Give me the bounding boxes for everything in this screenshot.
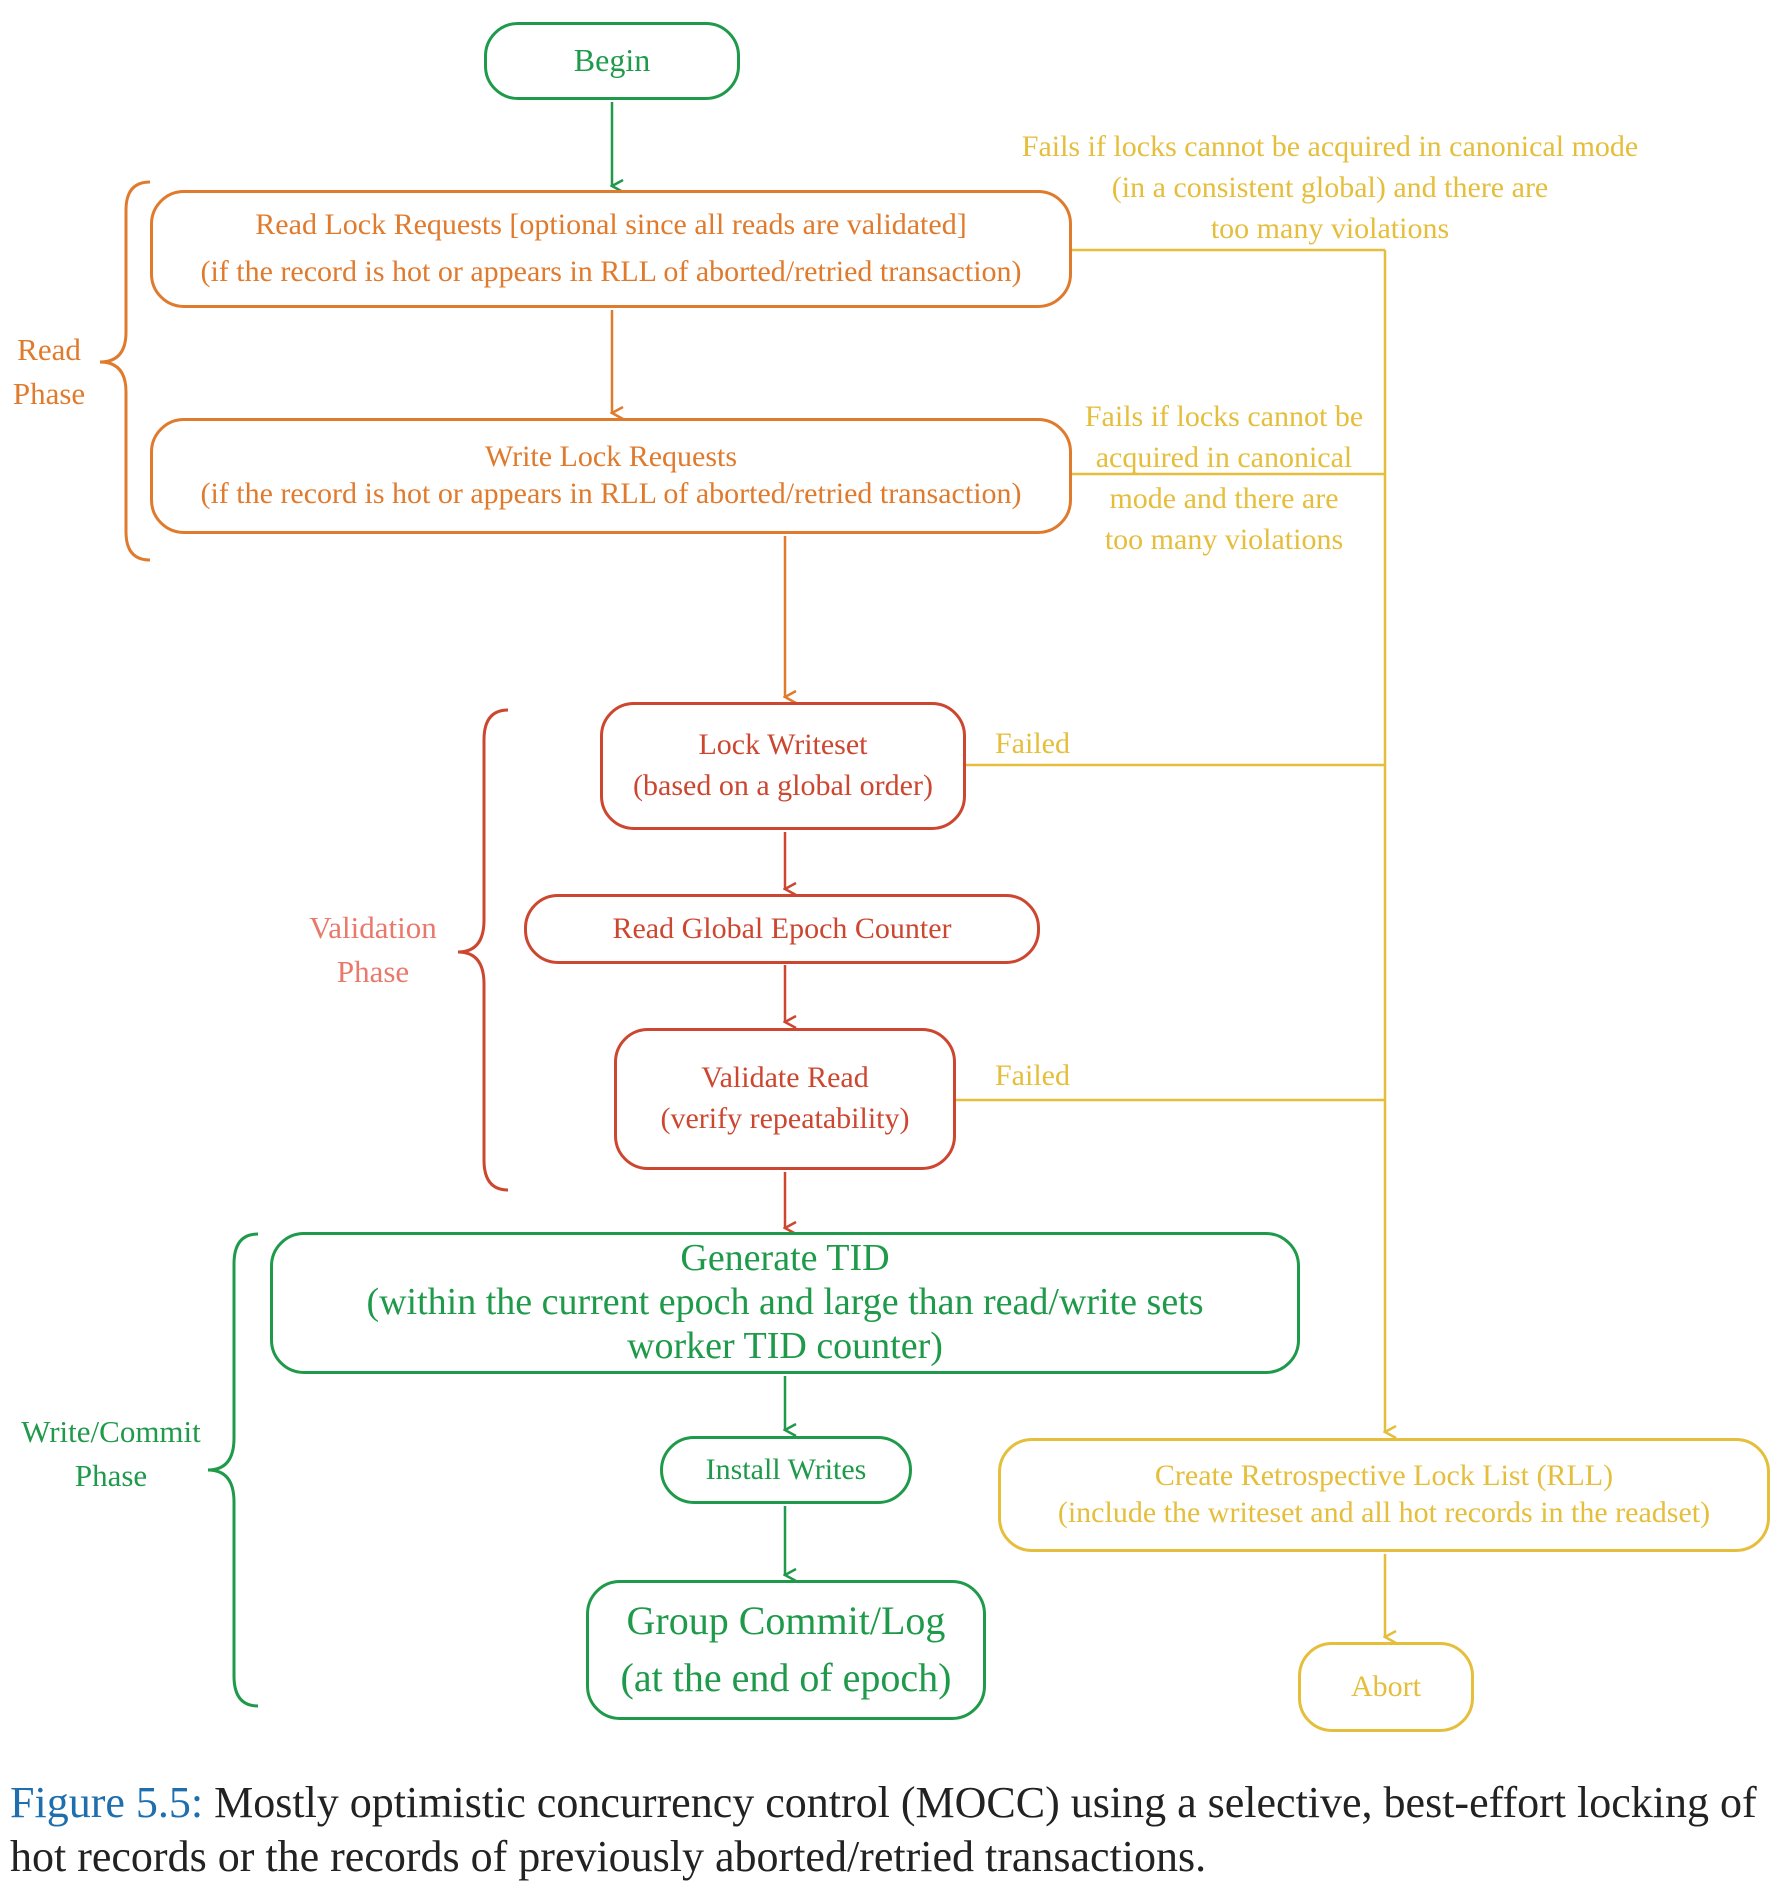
abort-node: Abort	[1298, 1642, 1474, 1732]
flowchart-connectors	[99, 102, 1784, 1708]
lock-writeset-title: Lock Writeset	[698, 728, 868, 762]
write-lock-failure-condition: Fails if locks cannot be acquired in can…	[1084, 400, 1364, 556]
validate-read-node: Validate Read (verify repeatability)	[614, 1028, 956, 1170]
write-commit-phase-brace	[207, 1232, 259, 1708]
generate-tid-detail-1: (within the current epoch and large than…	[366, 1281, 1204, 1324]
begin-node: Begin	[484, 22, 740, 100]
read-lock-failure-condition: Fails if locks cannot be acquired in can…	[1021, 130, 1639, 245]
write-lock-requests-node: Write Lock Requests (if the record is ho…	[150, 418, 1072, 534]
write-lock-condition: (if the record is hot or appears in RLL …	[200, 477, 1022, 510]
figure-number: Figure 5.5:	[10, 1778, 204, 1827]
read-epoch-label: Read Global Epoch Counter	[612, 911, 952, 945]
lock-writeset-node: Lock Writeset (based on a global order)	[600, 702, 966, 830]
write-commit-phase-label: Write/Commit Phase	[21, 1414, 201, 1493]
figure-caption: Figure 5.5: Mostly optimistic concurrenc…	[10, 1776, 1780, 1884]
create-rll-title: Create Retrospective Lock List (RLL)	[1154, 1459, 1614, 1493]
begin-label: Begin	[573, 42, 651, 79]
abort-label: Abort	[1351, 1669, 1421, 1703]
read-lock-condition: (if the record is hot or appears in RLL …	[200, 255, 1022, 288]
install-writes-node: Install Writes	[660, 1436, 912, 1504]
create-rll-node: Create Retrospective Lock List (RLL) (in…	[998, 1438, 1770, 1552]
mocc-flowchart: Begin Read Lock Requests [optional since…	[12, 22, 1784, 1732]
read-global-epoch-counter-node: Read Global Epoch Counter	[524, 894, 1040, 964]
lock-writeset-failed-label: Failed	[995, 727, 1070, 760]
validation-phase-label: Validation Phase	[309, 910, 437, 989]
validate-read-title: Validate Read	[701, 1061, 869, 1095]
read-lock-title: Read Lock Requests [optional since all r…	[255, 208, 967, 242]
generate-tid-detail-2: worker TID counter)	[627, 1324, 943, 1367]
generate-tid-node: Generate TID (within the current epoch a…	[270, 1232, 1300, 1374]
validate-read-failed-label: Failed	[995, 1059, 1070, 1092]
write-lock-title: Write Lock Requests	[484, 440, 738, 474]
validation-phase-brace	[457, 708, 509, 1192]
read-lock-requests-node: Read Lock Requests [optional since all r…	[150, 190, 1072, 308]
read-phase-label: Read Phase	[12, 332, 86, 411]
lock-writeset-detail: (based on a global order)	[633, 769, 933, 802]
group-commit-log-node: Group Commit/Log (at the end of epoch)	[586, 1580, 986, 1720]
generate-tid-title: Generate TID	[680, 1237, 890, 1280]
figure-caption-text: Mostly optimistic concurrency control (M…	[10, 1778, 1757, 1881]
validate-read-detail: (verify repeatability)	[660, 1102, 910, 1135]
group-commit-detail: (at the end of epoch)	[620, 1655, 952, 1700]
read-phase-brace	[99, 180, 151, 562]
create-rll-detail: (include the writeset and all hot record…	[1057, 1496, 1711, 1529]
install-writes-label: Install Writes	[705, 1452, 867, 1486]
group-commit-title: Group Commit/Log	[626, 1598, 946, 1644]
